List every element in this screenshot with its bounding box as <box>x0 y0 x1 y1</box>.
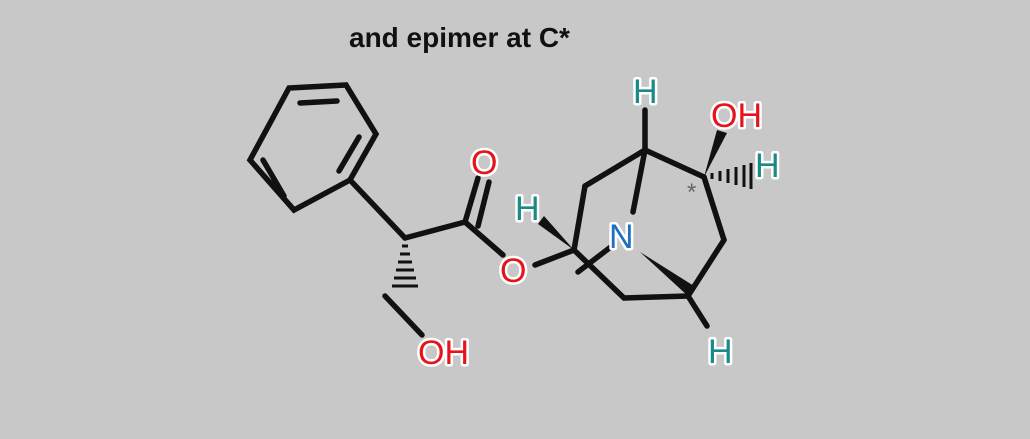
bond-c1-c7 <box>642 147 707 180</box>
wedge-c7-hydroxyl <box>704 130 727 177</box>
hashed-wedge-ch2 <box>392 244 418 288</box>
bond-alpha-to-carbonyl <box>402 219 468 241</box>
h-ester-carbon-label: H <box>515 190 540 228</box>
bond-c1-n <box>630 147 648 215</box>
bond-c7-c6 <box>701 174 727 243</box>
bond-c3-c2 <box>571 183 588 253</box>
bond-carbonyl-to-ester-oxygen <box>462 219 506 258</box>
tropane-skeleton <box>571 147 727 301</box>
nitrogen-label: N <box>609 218 634 256</box>
stereocenter-marker: * <box>687 179 696 206</box>
bond-c4-c3 <box>571 247 627 301</box>
h-bridgehead-bottom-label: H <box>708 333 733 371</box>
side-chain-hydroxyl-label: OH <box>418 334 469 372</box>
figure-caption: and epimer at C* <box>349 22 570 53</box>
bond-ring-to-alpha-carbon <box>347 177 408 241</box>
h-bridgehead-top-label: H <box>633 73 658 111</box>
bond-c5-h <box>685 293 710 329</box>
wedge-h-ester-carbon <box>538 216 574 250</box>
ring-hydroxyl-label: OH <box>711 97 762 135</box>
wedge-n-c5 <box>640 252 694 296</box>
benzene-inner-bond-2 <box>336 134 362 174</box>
h-carbinol-label: H <box>755 147 780 185</box>
carbonyl-double-bond-a <box>462 175 481 225</box>
bond-c2-c1 <box>582 147 648 189</box>
bond-n-methyl <box>575 243 615 275</box>
bond-c5-c4 <box>621 293 691 301</box>
hashed-wedge-c7-h <box>710 163 753 189</box>
carbonyl-oxygen-label: O <box>471 144 497 182</box>
bond-ch2-to-hydroxyl <box>382 293 425 338</box>
bond-c6-c5 <box>685 237 727 299</box>
benzene-inner-bond-3 <box>260 157 287 199</box>
ester-oxygen-label: O <box>500 252 526 290</box>
benzene-inner-bond-1 <box>297 98 340 106</box>
carbonyl-double-bond-b <box>475 179 492 229</box>
bond-ester-oxygen-to-ring <box>532 247 577 268</box>
